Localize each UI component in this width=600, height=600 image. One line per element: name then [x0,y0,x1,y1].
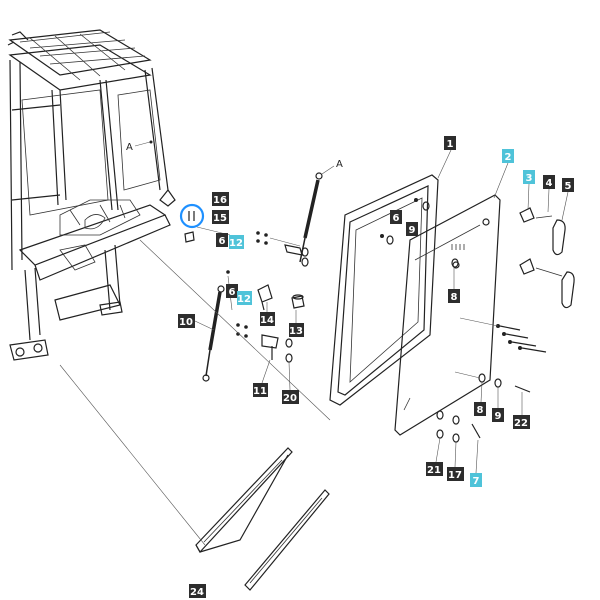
cab-frame [7,29,176,361]
svg-text:8: 8 [477,405,484,416]
svg-text:9: 9 [409,225,416,236]
svg-text:3: 3 [526,173,533,184]
svg-text:6: 6 [219,236,226,247]
bolt-set-right [459,317,547,353]
callout-12-mid: 12 [229,235,244,249]
svg-text:8: 8 [451,292,458,303]
svg-text:21: 21 [427,465,441,476]
washer-set-lower [436,410,481,443]
callout-17: 17 [447,467,464,481]
callout-6-upper: 6 [390,210,402,224]
svg-text:2: 2 [505,152,512,163]
callout-2: 2 [502,149,514,163]
callout-24: 24 [189,584,206,598]
svg-text:5: 5 [565,181,572,192]
svg-text:12: 12 [237,294,251,305]
svg-text:24: 24 [190,587,204,598]
callout-4: 4 [543,175,555,189]
callout-10: 10 [178,314,195,328]
svg-text:9: 9 [495,411,502,422]
view-a-strut-label: A [336,159,343,170]
callout-8-lower: 8 [474,402,486,416]
rubber-stop [291,295,305,309]
door-seal-frame [329,174,439,406]
washer-set-middle [454,371,531,393]
callout-14: 14 [260,312,275,326]
seal-fasteners [380,198,465,268]
svg-text:13: 13 [289,326,303,337]
svg-text:14: 14 [260,315,274,326]
callout-tags: 1 2 3 4 5 6 9 16 15 6 12 8 6 12 14 13 10… [178,136,574,598]
gas-strut-lower [202,285,225,382]
svg-text:12: 12 [229,238,243,249]
callout-1: 1 [444,136,456,150]
callout-12-lower: 12 [237,291,252,305]
callout-22: 22 [513,415,530,429]
gas-strut-upper [299,165,335,263]
callout-7: 7 [470,473,482,487]
callout-9-lower: 9 [492,408,504,422]
svg-text:1: 1 [447,139,454,150]
callout-16: 16 [212,192,229,206]
svg-text:22: 22 [514,418,528,429]
upper-hinge [519,207,566,256]
seal-strip-set [59,364,330,591]
svg-text:20: 20 [283,393,297,404]
callout-21: 21 [426,462,443,476]
callout-15: 15 [212,210,229,224]
callout-6-lower: 6 [226,284,238,298]
svg-text:6: 6 [393,213,400,224]
callout-20: 20 [282,390,299,404]
upper-pivot-bracket [256,231,309,267]
latch-clip [257,284,273,311]
svg-text:7: 7 [473,476,480,487]
svg-text:11: 11 [253,386,267,397]
callout-8-upper: 8 [448,289,460,303]
callout-5: 5 [562,178,574,192]
lower-hinge [519,258,575,309]
svg-text:15: 15 [213,213,227,224]
svg-text:6: 6 [229,287,236,298]
highlight-ring [179,203,205,229]
svg-text:10: 10 [179,317,193,328]
callout-11: 11 [253,383,268,397]
view-a-frame-label: A [126,142,133,153]
svg-text:4: 4 [546,178,553,189]
callout-3: 3 [523,170,535,184]
callout-9-upper: 9 [406,222,418,236]
svg-text:17: 17 [448,470,462,481]
svg-text:16: 16 [213,195,227,206]
callout-13: 13 [289,323,304,337]
callout-6-mid: 6 [216,233,228,247]
